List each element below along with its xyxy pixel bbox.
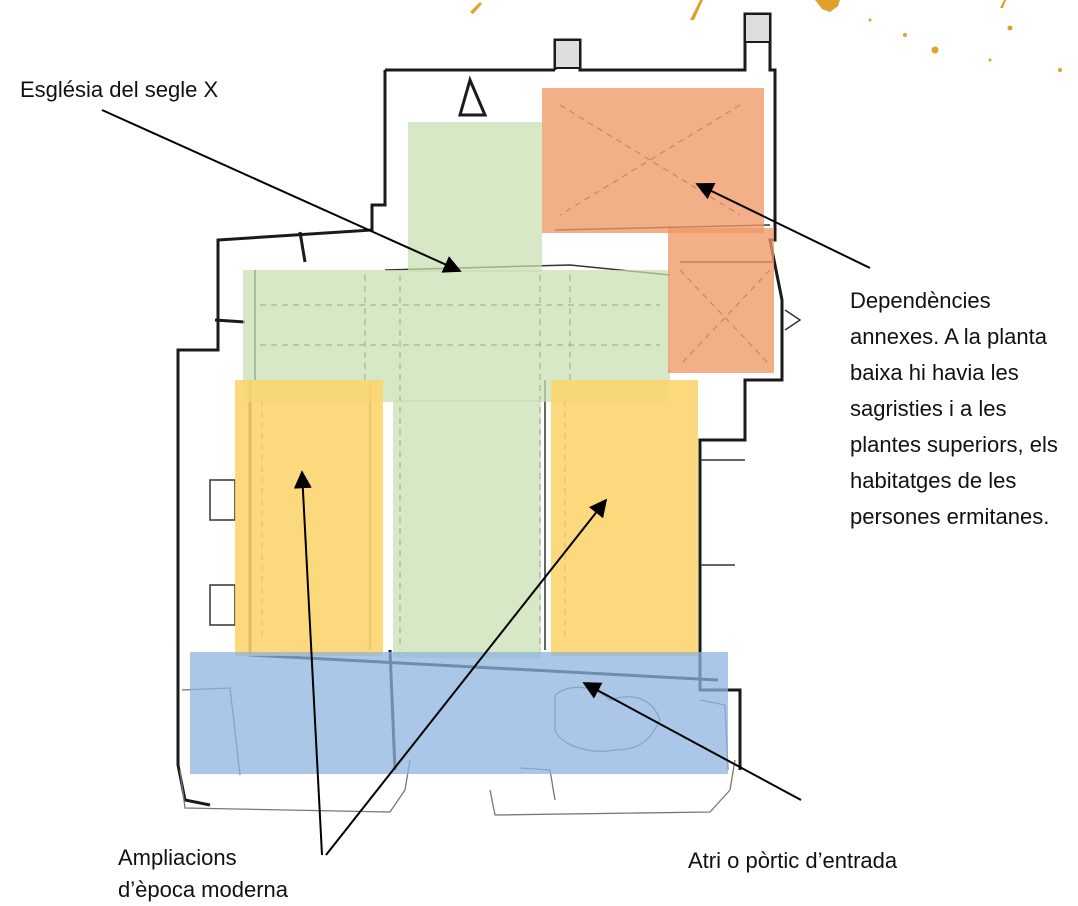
zone-annex-upper [542, 88, 764, 233]
arrow-esglesia [101, 109, 462, 273]
label-atri: Atri o pòrtic d’entrada [688, 848, 898, 873]
paint-splash-decoration [470, 0, 1062, 72]
zone-annex-lower [668, 228, 774, 373]
annotation-arrows [101, 109, 871, 856]
label-esglesia: Església del segle X [20, 77, 219, 102]
arrow-ampliacions-right [325, 498, 608, 856]
color-zones [190, 88, 774, 774]
top-pillars [554, 13, 771, 69]
zone-church-central [393, 400, 541, 658]
arrow-dependencies [695, 182, 871, 269]
zone-church-apse [408, 122, 542, 272]
zone-extension-right [551, 380, 698, 656]
label-ampliacions: Ampliacions d’època moderna [118, 845, 289, 902]
arrow-ampliacions-left [293, 470, 323, 856]
zone-atrium [190, 652, 728, 774]
label-dependencies: Dependències annexes. A la planta baixa … [850, 288, 1058, 529]
arrow-atri [582, 682, 802, 801]
